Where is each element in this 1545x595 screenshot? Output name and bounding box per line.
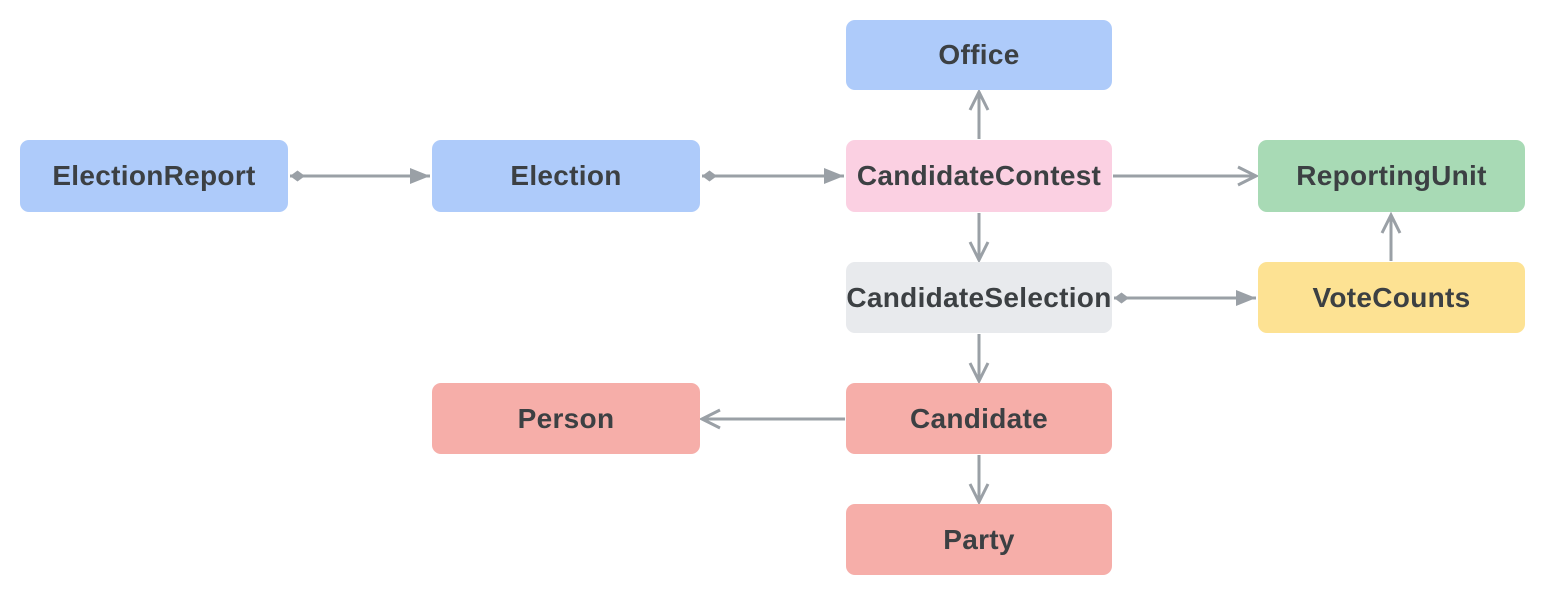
node-party: Party: [846, 504, 1112, 575]
node-label-candidate-selection: CandidateSelection: [846, 281, 1112, 313]
node-label-candidate-contest: CandidateContest: [856, 160, 1102, 191]
node-label-reporting-unit: ReportingUnit: [1296, 160, 1487, 191]
node-candidate: Candidate: [846, 383, 1112, 454]
node-label-election-report: ElectionReport: [52, 160, 256, 191]
node-label-office: Office: [938, 39, 1020, 70]
node-candidate-selection: CandidateSelection: [846, 262, 1112, 333]
node-person: Person: [432, 383, 700, 454]
node-label-party: Party: [943, 523, 1015, 555]
node-election-report: ElectionReport: [20, 140, 288, 212]
node-label-vote-counts: VoteCounts: [1312, 281, 1471, 313]
node-office: Office: [846, 20, 1112, 90]
node-reporting-unit: ReportingUnit: [1258, 140, 1525, 212]
node-candidate-contest: CandidateContest: [846, 140, 1112, 212]
node-vote-counts: VoteCounts: [1258, 262, 1525, 333]
node-election: Election: [432, 140, 700, 212]
node-label-candidate: Candidate: [909, 402, 1049, 434]
node-label-person: Person: [517, 402, 615, 434]
node-label-election: Election: [510, 160, 622, 191]
